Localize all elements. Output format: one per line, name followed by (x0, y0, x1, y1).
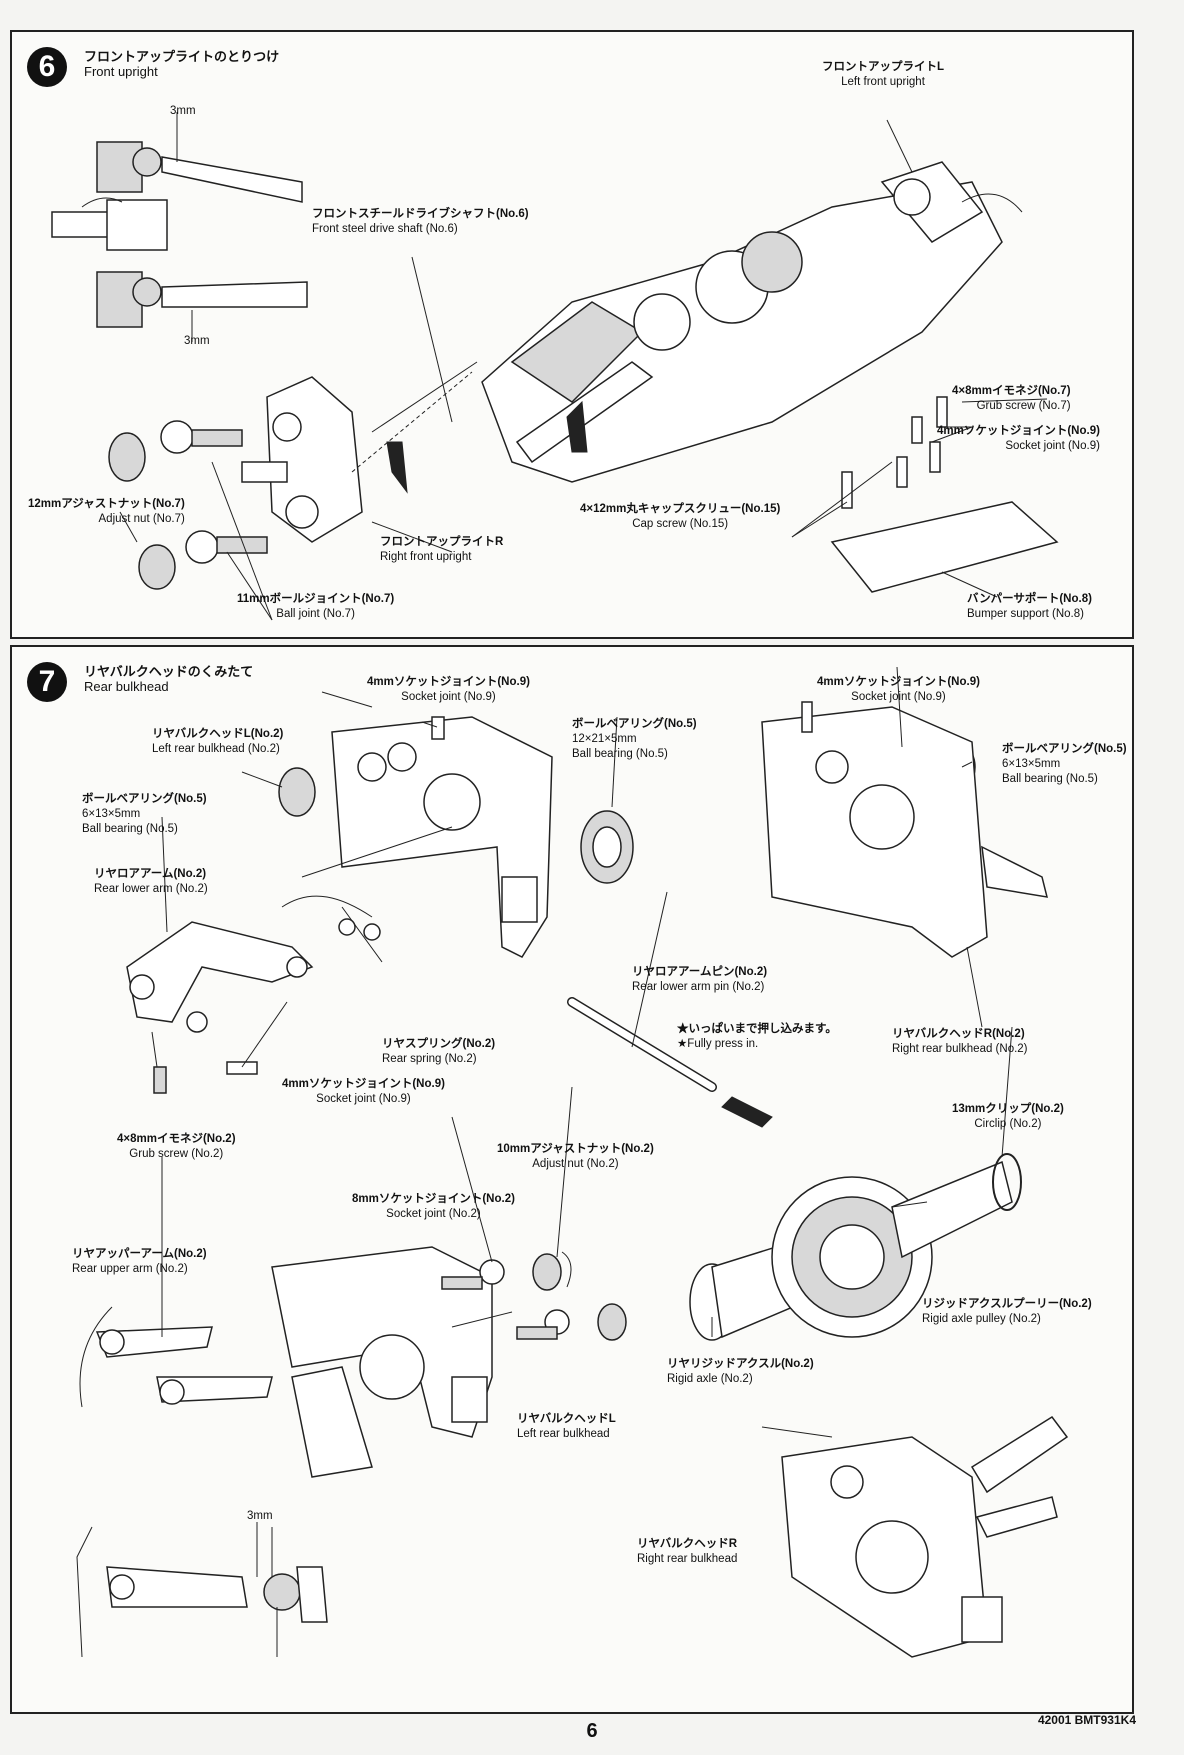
rigid-axle-pulley-drawing (689, 1153, 1022, 1341)
label-socket-joint: 4mmソケットジョイント(No.9)Socket joint (No.9) (937, 425, 1100, 452)
step-number: 6 (27, 47, 67, 87)
detail-inset-rear (106, 1522, 328, 1657)
label-rigid-axle: リヤリジッドアクスル(No.2)Rigid axle (No.2) (667, 1358, 814, 1385)
rear-upper-arm-drawing (95, 1326, 273, 1405)
label-adjust-nut: 12mmアジャストナット(No.7)Adjust nut (No.7) (28, 498, 185, 525)
dimension-label: 3mm (247, 1510, 273, 1522)
label-socket-joint-low: 4mmソケットジョイント(No.9)Socket joint (No.9) (282, 1078, 445, 1105)
step-title-en: Front upright (84, 64, 158, 79)
label-axle-pulley: リジッドアクスルプーリー(No.2)Rigid axle pulley (No.… (922, 1298, 1092, 1325)
label-left-rear-bulkhead: リヤバルクヘッドL(No.2)Left rear bulkhead (No.2) (152, 728, 284, 755)
dimension-bottom: 3mm (184, 335, 210, 347)
dimension-top: 3mm (170, 105, 196, 117)
label-rear-lower-arm: リヤロアアーム(No.2)Rear lower arm (No.2) (94, 868, 208, 895)
right-upright-drawing (241, 376, 363, 543)
front-chassis-drawing (481, 161, 1003, 483)
label-socket-joint-right: 4mmソケットジョイント(No.9)Socket joint (No.9) (817, 676, 980, 703)
label-grub-screw: 4×8mmイモネジ(No.7)Grub screw (No.7) (952, 385, 1071, 412)
step-number: 7 (27, 662, 67, 702)
label-socket-joint-top: 4mmソケットジョイント(No.9)Socket joint (No.9) (367, 676, 530, 703)
label-circlip: 13mmクリップ(No.2)Circlip (No.2) (952, 1103, 1064, 1130)
step7-panel: 7 リヤバルクヘッドのくみたて Rear bulkhead 4mmソケットジョイ… (10, 645, 1134, 1714)
step-title-jp: リヤバルクヘッドのくみたて (84, 664, 254, 679)
label-socket-joint-8mm: 8mmソケットジョイント(No.2)Socket joint (No.2) (352, 1193, 515, 1220)
left-rear-bulkhead-assembly-drawing (271, 1246, 493, 1478)
rear-lower-arm-drawing (126, 826, 453, 1033)
bumper-support-drawing (830, 501, 1059, 593)
detail-inset-front (51, 112, 308, 342)
step7-illustration (76, 666, 1069, 1658)
page-number: 6 (586, 1720, 598, 1742)
label-rear-spring: リヤスプリング(No.2)Rear spring (No.2) (382, 1038, 496, 1065)
right-rear-bulkhead-assembly-drawing (781, 1415, 1069, 1658)
screws-drawing (841, 396, 948, 509)
label-press-note: ★いっぱいまで押し込みます。★Fully press in. (677, 1023, 837, 1050)
label-adjust-nut: 10mmアジャストナット(No.2)Adjust nut (No.2) (497, 1143, 654, 1170)
label-right-rear-bulkhead-no2: リヤバルクヘッドR(No.2)Right rear bulkhead (No.2… (892, 1028, 1028, 1055)
step-title-en: Rear bulkhead (84, 679, 169, 694)
step-title-jp: フロントアップライトのとりつけ (84, 49, 280, 64)
label-drive-shaft: フロントスチールドライブシャフト(No.6)Front steel drive … (312, 208, 529, 235)
step6-panel: 6 フロントアップライトのとりつけ Front upright 3mm 3mm … (10, 30, 1134, 639)
document-code: 42001 BMT931K4 (1037, 1713, 1136, 1727)
label-ball-joint: 11mmボールジョイント(No.7)Ball joint (No.7) (237, 593, 395, 620)
step6-illustration (51, 112, 1059, 621)
ball-joint-parts (108, 420, 268, 590)
label-rear-upper-arm: リヤアッパーアーム(No.2)Rear upper arm (No.2) (72, 1248, 207, 1275)
label-bumper-support: バンパーサポート(No.8)Bumper support (No.8) (967, 593, 1092, 620)
right-rear-bulkhead-drawing (761, 701, 1049, 958)
label-grub-screw: 4×8mmイモネジ(No.2)Grub screw (No.2) (117, 1133, 236, 1160)
label-rear-lower-arm-pin: リヤロアアームピン(No.2)Rear lower arm pin (No.2) (632, 966, 768, 993)
left-rear-bulkhead-drawing (331, 716, 553, 958)
label-cap-screw: 4×12mm丸キャップスクリュー(No.15)Cap screw (No.15) (580, 503, 781, 530)
